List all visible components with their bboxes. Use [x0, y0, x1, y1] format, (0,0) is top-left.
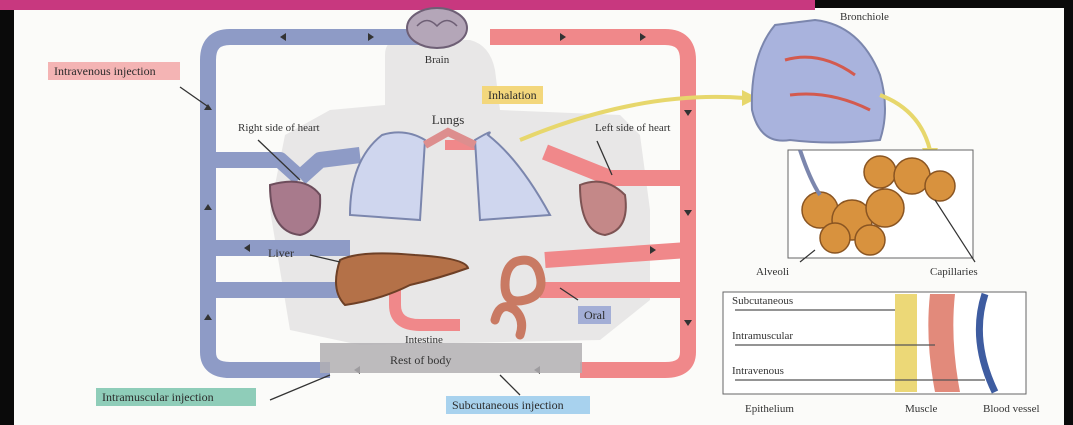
lungs-label: Lungs	[432, 112, 465, 127]
intramuscular-injection-box: Intramuscular injection	[96, 388, 256, 406]
blood-vessel-label: Blood vessel	[983, 403, 1040, 415]
inhalation-box: Inhalation	[482, 86, 543, 104]
intravenous-label: Intravenous	[732, 365, 784, 377]
capillaries-label: Capillaries	[930, 266, 978, 278]
alveoli-label: Alveoli	[756, 266, 789, 278]
subcutaneous-injection-box: Subcutaneous injection	[446, 396, 590, 414]
epithelium-layer	[895, 294, 917, 392]
muscle-label: Muscle	[905, 403, 938, 415]
intestine-label: Intestine	[405, 334, 443, 346]
intravenous-injection-box: Intravenous injection	[48, 62, 180, 80]
liver-label: Liver	[268, 246, 294, 260]
right-heart-label: Right side of heart	[238, 122, 320, 134]
lung-detail	[752, 20, 885, 143]
brain-organ	[407, 8, 467, 48]
intramuscular-label: Intramuscular	[732, 330, 793, 342]
bronchiole-label: Bronchiole	[840, 11, 889, 23]
subcutaneous-label: Subcutaneous	[732, 295, 793, 307]
epithelium-label: Epithelium	[745, 403, 794, 415]
left-heart-label: Left side of heart	[595, 122, 670, 134]
rest-of-body-label: Rest of body	[390, 353, 451, 367]
oral-box: Oral	[578, 306, 611, 324]
brain-label: Brain	[425, 54, 450, 66]
